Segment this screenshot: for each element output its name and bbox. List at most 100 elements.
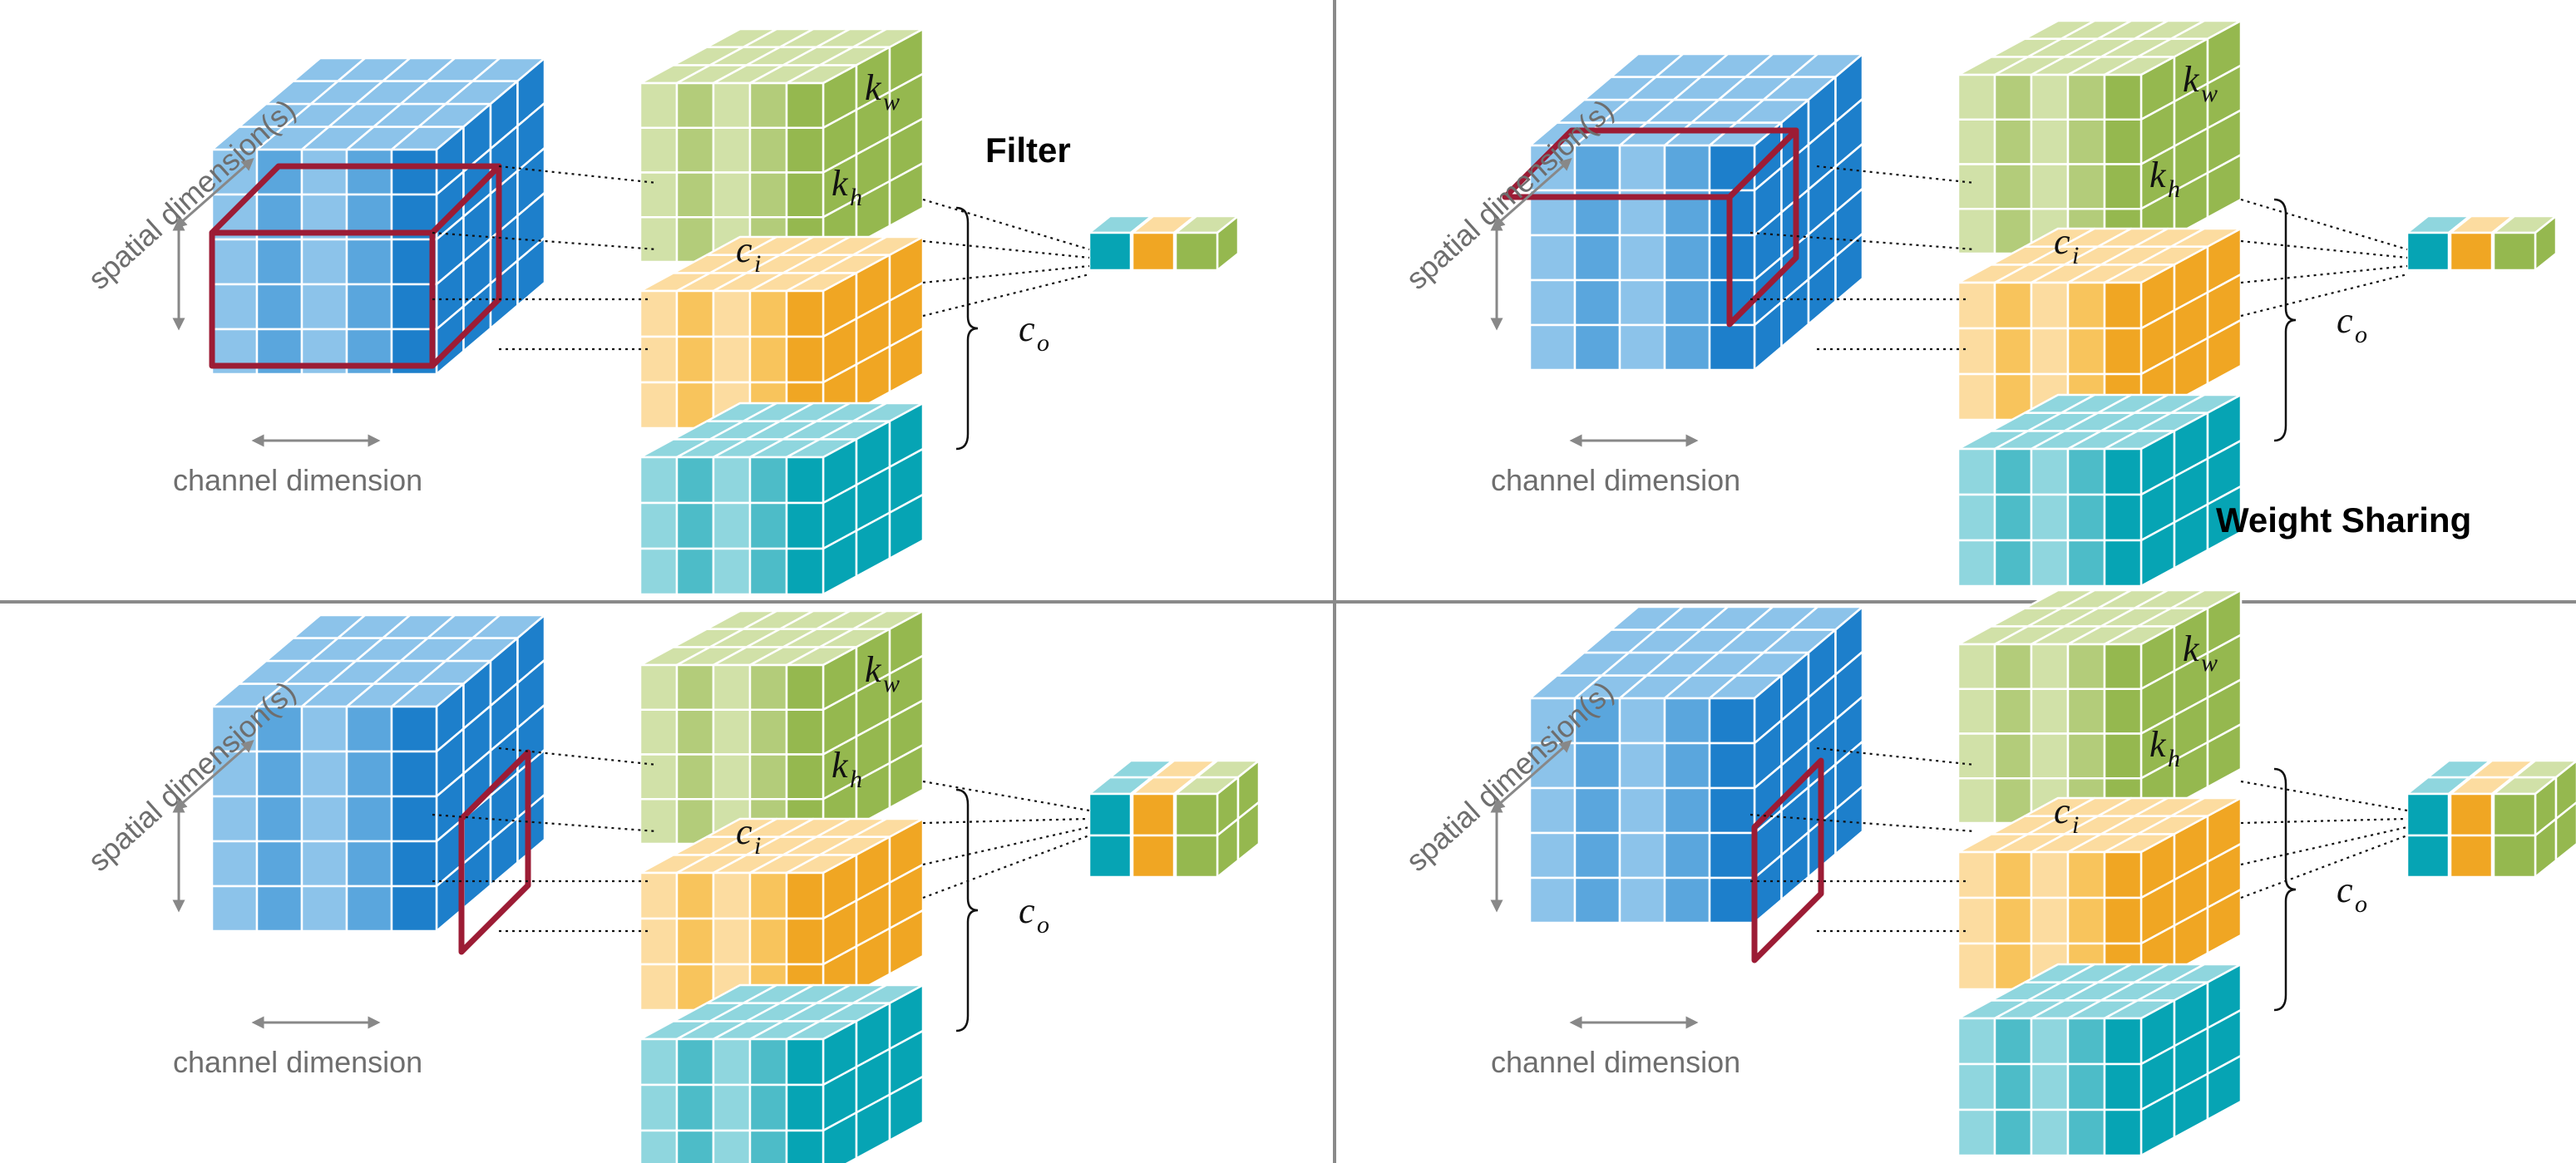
input-cube-front-cell — [210, 238, 259, 286]
symbol-k-h: k — [832, 745, 849, 786]
filter-orange-front-cell — [1957, 372, 1996, 421]
projection-line — [922, 273, 1090, 318]
input-cube-front-cell — [1528, 323, 1577, 372]
projection-line — [2240, 825, 2408, 866]
projection-line — [2240, 817, 2408, 825]
input-cube-side-cell — [1834, 785, 1864, 855]
filter-green-front-cell — [675, 753, 715, 801]
filter-green-front-cell — [2066, 687, 2106, 735]
filter-orange-front-cell — [2066, 327, 2106, 376]
filter-teal-side-cell — [888, 1075, 925, 1141]
input-cube-front-cell — [1573, 234, 1621, 282]
filter-teal-front-cell — [712, 547, 752, 596]
filter-orange-front-cell — [675, 335, 715, 384]
input-cube-front-cell — [345, 705, 393, 753]
filter-orange-front-cell — [748, 335, 788, 384]
filter-green-front-cell — [675, 171, 715, 219]
filter-orange-front-cell — [675, 917, 715, 966]
filter-teal-front-cell — [1957, 1017, 1996, 1066]
symbol-k-h-sub: h — [2168, 745, 2180, 772]
filter-orange-front-cell — [1993, 281, 2033, 330]
filter-teal-front-cell — [712, 1037, 752, 1087]
filter-teal-front-cell — [675, 1083, 715, 1132]
filter-orange-front-cell — [675, 289, 715, 338]
filter-green-front-cell — [2103, 732, 2143, 780]
input-cube-front-cell — [1528, 786, 1577, 835]
filter-orange-front-cell — [2103, 327, 2143, 376]
projection-line — [922, 198, 1090, 251]
input-cube-front-cell — [1618, 144, 1666, 192]
filter-green-front-cell — [785, 81, 825, 129]
filter-green-front-cell — [748, 753, 788, 801]
filter-green-front-cell — [1957, 732, 1996, 780]
symbol-k-w: k — [865, 649, 882, 690]
input-cube-front-cell — [1618, 876, 1666, 924]
filter-teal-front-cell — [2066, 493, 2106, 542]
filter-green-front-cell — [675, 708, 715, 756]
projection-line — [2240, 834, 2408, 899]
filter-teal-front-cell — [675, 1129, 715, 1163]
filter-green-front-cell — [1993, 643, 2033, 690]
input-cube-front-cell — [390, 840, 438, 888]
input-cube-front-cell — [1573, 786, 1621, 835]
symbol-k-h-sub: h — [850, 766, 862, 793]
filter-green-front-cell — [1957, 687, 1996, 735]
filter-teal-front-cell — [2066, 1108, 2106, 1157]
c-o-brace — [2273, 767, 2297, 1012]
input-cube-front-cell — [300, 840, 348, 888]
filter-teal-side-cell — [2206, 485, 2243, 551]
filter-orange-front-cell — [1957, 942, 1996, 991]
filter-green-front-cell — [748, 708, 788, 756]
filter-green-front-cell — [785, 753, 825, 801]
filter-teal-front-cell — [639, 1083, 679, 1132]
symbol-k-h: k — [2149, 155, 2167, 195]
filter-green-front-cell — [2066, 163, 2106, 210]
filter-green-front-cell — [639, 753, 679, 801]
filter-highlight-side — [1726, 127, 1799, 328]
channel-dimension-label: channel dimension — [173, 463, 422, 497]
projection-line — [2240, 780, 2408, 812]
filter-green-front-cell — [712, 753, 752, 801]
symbol-c-o-sub: o — [2355, 890, 2367, 918]
filter-green-front-cell — [2103, 687, 2143, 735]
filter-orange-front-cell — [785, 289, 825, 338]
filter-orange-front-cell — [2066, 850, 2106, 899]
symbol-k-w-sub: w — [883, 88, 900, 116]
filter-teal-front-cell — [2066, 1017, 2106, 1066]
input-cube-front-cell — [300, 750, 348, 798]
input-cube-front-cell — [345, 238, 393, 286]
filter-teal-front-cell — [675, 501, 715, 550]
filter-green-front-cell — [2030, 732, 2070, 780]
filter-green-front-cell — [748, 126, 788, 174]
filter-green-front-cell — [2066, 732, 2106, 780]
projection-line — [1749, 231, 1976, 251]
filter-green-front-cell — [712, 663, 752, 711]
filter-green-front-cell — [639, 663, 679, 711]
input-cube-front-cell — [255, 795, 303, 843]
filter-orange-side-cell — [2206, 318, 2243, 385]
input-cube-front-cell — [1708, 144, 1756, 192]
input-cube-front-cell — [210, 795, 259, 843]
filter-teal-front-cell — [748, 456, 788, 505]
filter-teal-front-cell — [712, 501, 752, 550]
spatial-arrow-diagonal — [1492, 740, 1572, 811]
symbol-k-w: k — [2183, 59, 2200, 100]
projection-line — [1749, 813, 1976, 833]
symbol-c-o: c — [2337, 870, 2353, 910]
input-cube-front-cell — [345, 283, 393, 331]
input-cube-front-cell — [345, 885, 393, 933]
projection-line — [432, 813, 658, 833]
filter-green-side-cell — [888, 162, 925, 227]
filter-teal-front-cell — [748, 1037, 788, 1087]
input-cube-front-cell — [390, 750, 438, 798]
filter-green-front-cell — [2030, 73, 2070, 121]
output-green-front-cell — [1174, 792, 1219, 837]
filter-teal-front-cell — [675, 456, 715, 505]
filter-orange-side-cell — [888, 909, 925, 975]
filter-teal-front-cell — [1993, 539, 2033, 588]
input-cube-front-cell — [1663, 786, 1711, 835]
filter-orange-front-cell — [639, 289, 679, 338]
filter-green-front-cell — [712, 708, 752, 756]
